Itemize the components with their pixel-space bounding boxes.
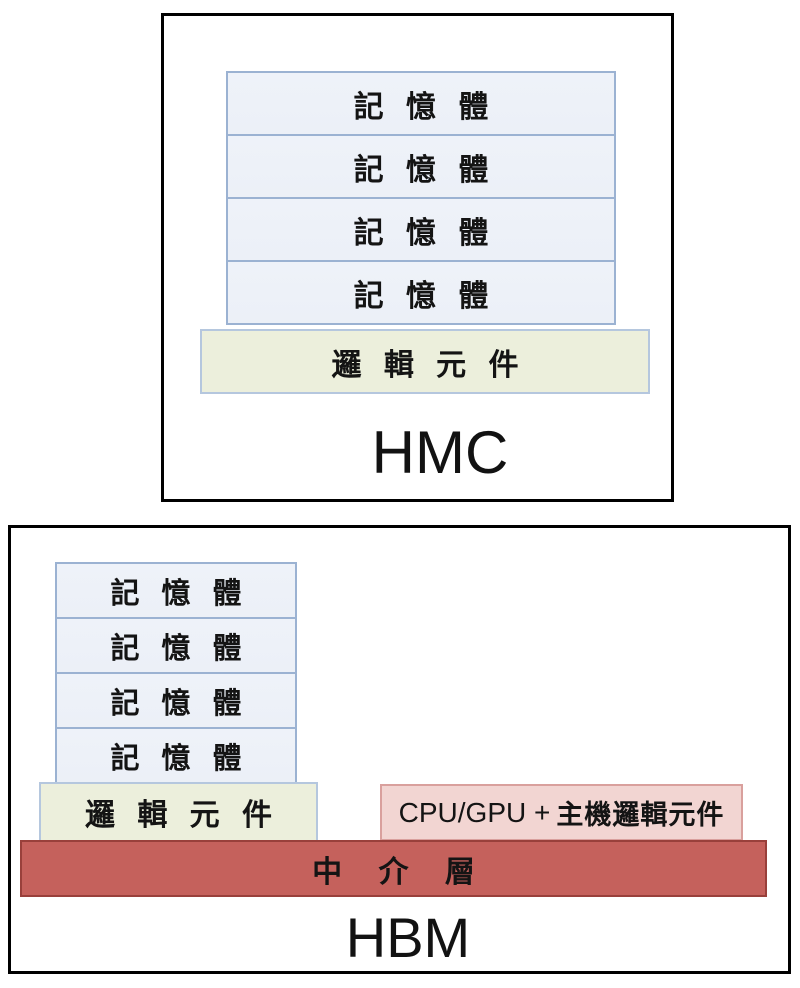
hmc-memory-layer: 記 憶 體 bbox=[226, 134, 616, 199]
hbm-memory-label: 記 憶 體 bbox=[110, 632, 249, 665]
hbm-logic-box: 邏 輯 元 件 bbox=[39, 782, 318, 842]
hmc-memory-label: 記 憶 體 bbox=[353, 153, 496, 187]
hbm-logic-label: 邏 輯 元 件 bbox=[84, 799, 279, 832]
hbm-interposer-box: 中 介 層 bbox=[20, 840, 767, 897]
hbm-host-label-cjk: 主機邏輯元件 bbox=[556, 800, 725, 830]
hmc-memory-label: 記 憶 體 bbox=[353, 216, 496, 250]
hbm-memory-layer: 記 憶 體 bbox=[55, 672, 297, 729]
hbm-memory-layer: 記 憶 體 bbox=[55, 727, 297, 784]
hmc-logic-label: 邏 輯 元 件 bbox=[331, 348, 526, 382]
hmc-memory-layer: 記 憶 體 bbox=[226, 71, 616, 136]
hmc-memory-layer: 記 憶 體 bbox=[226, 197, 616, 262]
hmc-memory-stack: 記 憶 體 記 憶 體 記 憶 體 記 憶 體 bbox=[226, 71, 616, 325]
hmc-memory-layer: 記 憶 體 bbox=[226, 260, 616, 325]
hbm-memory-stack: 記 憶 體 記 憶 體 記 憶 體 記 憶 體 bbox=[55, 562, 297, 784]
hbm-host-label-latin: CPU/GPU + bbox=[398, 796, 551, 828]
hmc-logic-box: 邏 輯 元 件 bbox=[200, 329, 650, 394]
hbm-memory-label: 記 憶 體 bbox=[110, 742, 249, 775]
hmc-memory-label: 記 憶 體 bbox=[353, 90, 496, 124]
hbm-memory-layer: 記 憶 體 bbox=[55, 617, 297, 674]
hbm-memory-label: 記 憶 體 bbox=[110, 577, 249, 610]
hbm-host-logic-box: CPU/GPU + 主機邏輯元件 bbox=[380, 784, 743, 841]
hbm-memory-layer: 記 憶 體 bbox=[55, 562, 297, 619]
hbm-interposer-label: 中 介 層 bbox=[312, 855, 489, 889]
hmc-title: HMC bbox=[371, 419, 509, 486]
hbm-memory-label: 記 憶 體 bbox=[110, 687, 249, 720]
hmc-memory-label: 記 憶 體 bbox=[353, 279, 496, 313]
hbm-title: HBM bbox=[345, 906, 471, 969]
